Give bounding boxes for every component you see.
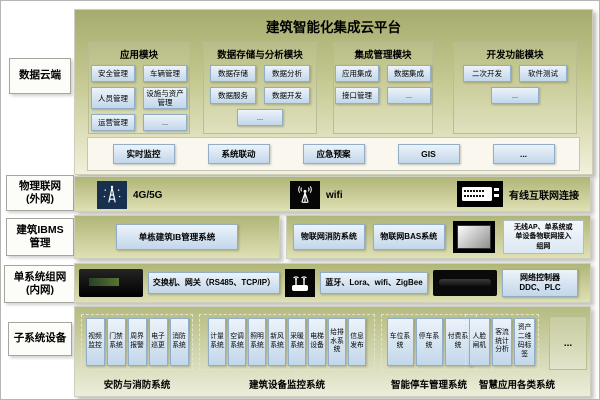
group-smart-applications: 人脸闸机客流统计分析资产二维码标签	[465, 314, 539, 370]
module-item: 数据集成	[387, 65, 431, 82]
group-label-smart-parking: 智能停车管理系统	[390, 380, 467, 391]
ibms-band-right: 物联网消防系统 物联网BAS系统 无线AP、单系统或 单设备物联网接入 组网	[286, 215, 591, 259]
cell-tower-icon	[97, 181, 127, 209]
module-item: 软件测试	[519, 65, 567, 82]
module-item: 数据分析	[264, 65, 310, 82]
subsystem-box: 电梯设备	[308, 318, 326, 366]
function-box: ...	[492, 144, 555, 164]
subsystem-box: 客流统计分析	[491, 318, 513, 366]
subsystem-box: 人脸闸机	[469, 318, 490, 366]
subsystem-box: 周界报警	[127, 318, 147, 366]
group-label-smart-applications: 智慧应用各类系统	[478, 380, 555, 391]
cloud-platform-panel: 建筑智能化集成云平台 应用模块 安全管理车辆管理人员管理设施与资产管理运营管理.…	[74, 9, 593, 175]
subsystem-box: 资产二维码标签	[514, 318, 536, 366]
module-item: 数据开发	[264, 87, 310, 104]
group-label-building-equipment: 建筑设备监控系统	[248, 380, 325, 391]
ibms-band-left: 单栋建筑IB管理系统	[74, 215, 280, 259]
network-item-wired-internet: 有线互联网连接	[457, 181, 579, 207]
physical-network-band: 4G/5G wifi 有线互联网连接	[74, 176, 591, 212]
function-box: GIS	[397, 144, 460, 164]
controller-device-photo	[433, 270, 497, 296]
module-items: 安全管理车辆管理人员管理设施与资产管理运营管理...	[89, 64, 189, 132]
wifi-icon	[290, 181, 320, 209]
subsystem-box: 新风系统	[268, 318, 286, 366]
module-items: 应用集成数据集成接口管理...	[334, 64, 432, 105]
group-label-security-fire: 安防与消防系统	[103, 380, 171, 391]
module-item: 安全管理	[91, 65, 135, 82]
network-item-label: 有线互联网连接	[509, 190, 579, 202]
wireless-ap-gateway-note: 无线AP、单系统或 单设备物联网接入 组网	[502, 220, 584, 254]
router-icon	[285, 269, 315, 297]
module-item: 接口管理	[335, 87, 379, 104]
device-leds	[89, 278, 119, 286]
intranet-band: 交换机、网关（RS485、TCP/IP） 蓝牙、Lora、wifi、ZigBee…	[74, 263, 591, 303]
module-item: ...	[237, 109, 283, 126]
module-group-title: 开发功能模块	[486, 50, 544, 61]
subsystem-box: 消防系统	[169, 318, 189, 366]
module-item: 车辆管理	[143, 65, 187, 82]
module-item: 数据服务	[210, 87, 256, 104]
module-item: 二次开发	[463, 65, 511, 82]
module-item: 应用集成	[335, 65, 379, 82]
module-item: 人员管理	[91, 87, 135, 109]
building-ib-management-box: 单栋建筑IB管理系统	[116, 224, 238, 250]
network-item-wifi: wifi	[290, 181, 343, 209]
platform-functions-strip: 实时监控 系统联动 应急预案 GIS...	[87, 137, 580, 171]
group-security-fire: 视频监控门禁系统周界报警电子巡更消防系统	[81, 314, 193, 370]
subsystem-box: 信息发布	[348, 318, 366, 366]
module-item: ...	[387, 87, 431, 104]
side-label-cloud: 数据云端	[9, 58, 71, 94]
subsystem-box: 视频监控	[85, 318, 105, 366]
side-label-subsystem-devices: 子系统设备	[8, 322, 72, 356]
group-building-equipment: 计量系统空调系统照明系统新风系统采暖系统电梯设备给排水系统信息发布	[199, 314, 375, 370]
network-controller-box: 网络控制器 DDC、PLC	[502, 269, 578, 297]
subsystem-box: 付费系统	[444, 318, 472, 366]
module-group-title: 应用模块	[119, 50, 158, 61]
page-title: 建筑智能化集成云平台	[266, 20, 401, 35]
iot-fire-system-box: 物联网消防系统	[293, 224, 365, 250]
module-item: 设施与资产管理	[143, 87, 187, 109]
iot-bas-system-box: 物联网BAS系统	[372, 224, 445, 250]
module-item: 数据存储	[210, 65, 256, 82]
device-slot	[439, 279, 491, 286]
ethernet-icon	[457, 181, 503, 207]
group-smart-parking: 车位系统停车系统付费系统	[381, 314, 477, 370]
module-item: ...	[491, 87, 539, 104]
subsystem-box: 给排水系统	[328, 318, 346, 366]
module-items: 二次开发软件测试...	[454, 64, 576, 105]
side-label-physical-network: 物理联网 (外网)	[6, 175, 74, 211]
switch-device-photo	[79, 269, 143, 297]
subsystem-box: 门禁系统	[106, 318, 126, 366]
module-group-title: 数据存储与分析模块	[217, 50, 303, 61]
subsystem-box: 停车系统	[415, 318, 443, 366]
subsystem-box: 电子巡更	[148, 318, 168, 366]
subsystem-box: 计量系统	[208, 318, 226, 366]
function-box: 实时监控	[112, 144, 175, 164]
module-group-title: 集成管理模块	[354, 50, 412, 61]
function-box: 系统联动	[207, 144, 270, 164]
network-item-label: wifi	[326, 189, 343, 201]
module-group-data-storage-analysis: 数据存储与分析模块 数据存储数据分析数据服务数据开发...	[203, 42, 317, 134]
subsystem-box: 车位系统	[386, 318, 414, 366]
module-item: ...	[143, 114, 187, 131]
switch-gateway-box: 交换机、网关（RS485、TCP/IP）	[148, 272, 280, 294]
module-group-integration-management: 集成管理模块 应用集成数据集成接口管理...	[333, 42, 433, 134]
module-items: 数据存储数据分析数据服务数据开发...	[204, 64, 316, 127]
module-group-development-function: 开发功能模块 二次开发软件测试...	[453, 42, 577, 134]
network-item-4g5g: 4G/5G	[97, 181, 162, 209]
more-systems-box: ...	[549, 316, 587, 370]
monitor-icon	[452, 221, 495, 253]
side-label-single-system-network: 单系统组网 (内网)	[4, 265, 76, 303]
network-item-label: 4G/5G	[133, 189, 163, 201]
subsystems-panel: 视频监控门禁系统周界报警电子巡更消防系统 计量系统空调系统照明系统新风系统采暖系…	[74, 306, 591, 397]
side-label-ibms: 建筑IBMS 管理	[6, 218, 74, 256]
module-group-application: 应用模块 安全管理车辆管理人员管理设施与资产管理运营管理...	[88, 42, 190, 134]
bluetooth-lora-wifi-zigbee-box: 蓝牙、Lora、wifi、ZigBee	[320, 272, 428, 294]
function-box: 应急预案	[302, 144, 365, 164]
monitor-screen	[456, 225, 491, 249]
module-item: 运营管理	[91, 114, 135, 131]
subsystem-box: 空调系统	[228, 318, 246, 366]
subsystem-box: 照明系统	[248, 318, 266, 366]
subsystem-box: 采暖系统	[288, 318, 306, 366]
